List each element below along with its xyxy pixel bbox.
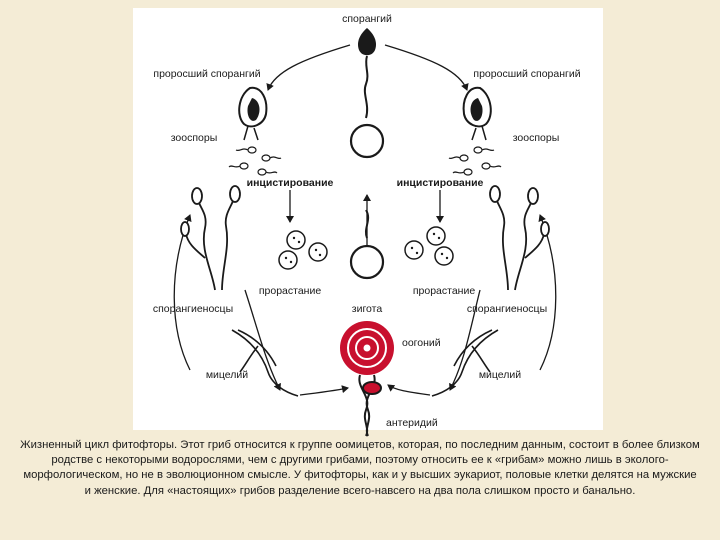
label-oogonium: оогоний — [402, 337, 441, 349]
arrow-left-mycelium-to-antheridium — [299, 385, 349, 396]
arrow-left-germination-to-mycelium — [244, 289, 281, 391]
label-sporangium: спорангий — [342, 13, 392, 25]
sporangium-top — [349, 28, 385, 159]
label-zoospores-left: зооспоры — [171, 132, 218, 144]
arrow-right-germination-to-mycelium — [449, 289, 481, 391]
label-germination-left: прорастание — [259, 285, 321, 297]
label-zoospores-right: зооспоры — [513, 132, 560, 144]
zoospores-left-icon — [228, 146, 282, 176]
label-zygote: зигота — [352, 303, 383, 315]
sporangiophores-left-icon — [180, 185, 241, 291]
figure-caption: Жизненный цикл фитофторы. Этот гриб отно… — [20, 439, 700, 497]
antheridium-icon — [358, 374, 382, 437]
label-encystment-left: инцистирование — [247, 177, 334, 189]
mycelium-left-icon — [231, 329, 299, 397]
arrow-sporangium-to-right — [384, 44, 469, 91]
label-germination-right: прорастание — [413, 285, 475, 297]
cysts-right-icon — [404, 226, 454, 266]
mycelium-right-icon — [431, 329, 499, 397]
label-mycelium-right: мицелий — [479, 369, 521, 381]
label-encystment-right: инцистирование — [397, 177, 484, 189]
label-sporangiophores-left: спорангиеносцы — [153, 303, 233, 315]
label-antheridium: антеридий — [386, 417, 438, 429]
germinated-sporangium-right-icon — [462, 86, 492, 141]
zygote-germination — [349, 209, 385, 280]
sporangiophores-right-icon — [489, 185, 550, 291]
germinated-sporangium-left-icon — [238, 86, 268, 141]
arrow-right-mycelium-to-oogonium — [387, 384, 431, 396]
label-germinated-sporangium-left: проросший спорангий — [153, 68, 260, 80]
diagram-labels: спорангий проросший спорангий проросший … — [153, 13, 581, 429]
label-sporangiophores-right: спорангиеносцы — [467, 303, 547, 315]
arrow-sporangium-to-left — [266, 44, 351, 91]
cysts-left-icon — [278, 230, 328, 270]
label-germinated-sporangium-right: проросший спорангий — [473, 68, 580, 80]
label-mycelium-left: мицелий — [206, 369, 248, 381]
oogonium-icon — [340, 321, 394, 375]
zoospores-right-icon — [448, 146, 502, 176]
